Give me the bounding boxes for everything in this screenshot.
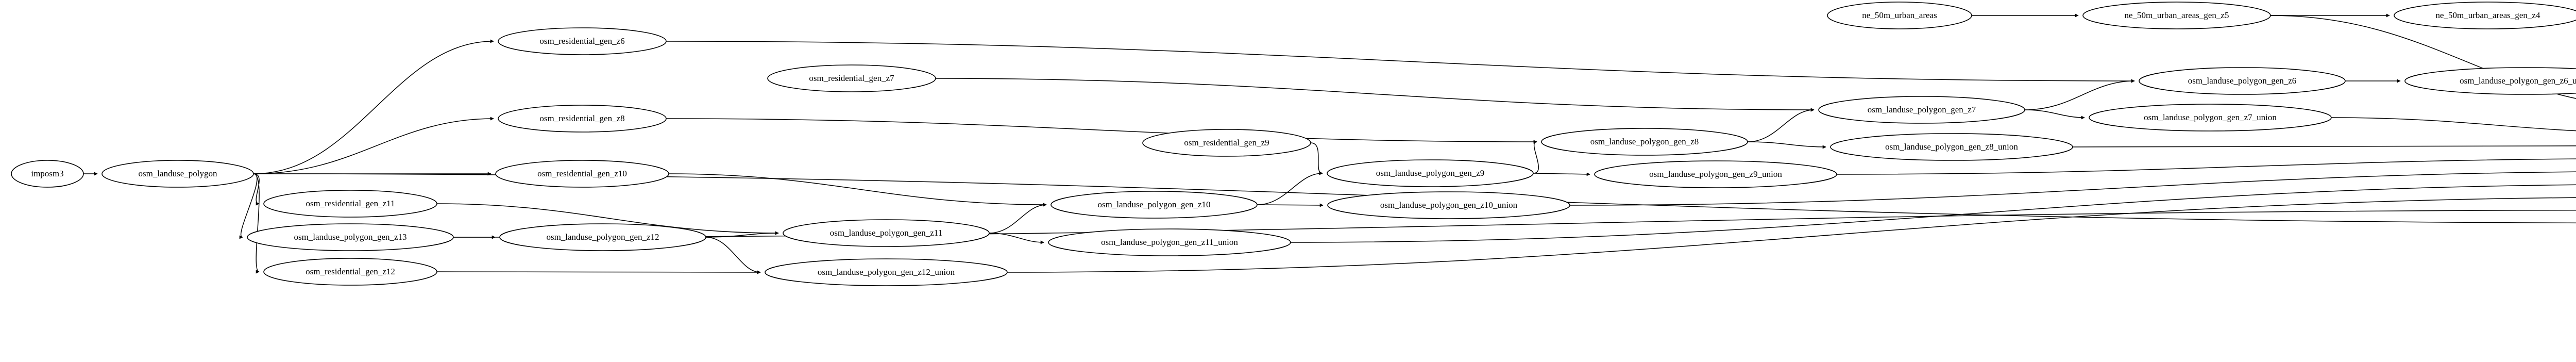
graph-node-osm_landuse_polygon_gen_z9_union[interactable]: osm_landuse_polygon_gen_z9_union [1594, 160, 1837, 188]
node-ellipse [2089, 104, 2332, 131]
node-ellipse [495, 160, 669, 188]
graph-edge-osm_landuse_polygon_gen_z11_union-to-layer_landuse_z11 [1290, 184, 2576, 243]
edges-layer [83, 13, 2576, 274]
graph-node-ne_50m_urban_areas[interactable]: ne_50m_urban_areas [1827, 2, 1972, 29]
graph-edge-osm_landuse_polygon_gen_z7_union-to-layer_landuse_z7 [2331, 117, 2576, 131]
graph-node-osm_landuse_polygon_gen_z6_union[interactable]: osm_landuse_polygon_gen_z6_union [2404, 67, 2576, 95]
node-ellipse [1827, 2, 1972, 29]
graph-node-osm_landuse_polygon_gen_z11_union[interactable]: osm_landuse_polygon_gen_z11_union [1048, 228, 1291, 256]
node-ellipse [11, 160, 84, 188]
node-ellipse [765, 258, 1008, 286]
graph-node-osm_landuse_polygon_gen_z7_union[interactable]: osm_landuse_polygon_gen_z7_union [2089, 104, 2332, 131]
graph-edge-osm_landuse_polygon-to-osm_residential_gen_z8 [253, 117, 494, 174]
graph-node-ne_50m_urban_areas_gen_z5[interactable]: ne_50m_urban_areas_gen_z5 [2082, 2, 2271, 29]
graph-node-osm_landuse_polygon_gen_z12_union[interactable]: osm_landuse_polygon_gen_z12_union [765, 258, 1008, 286]
graph-node-osm_landuse_polygon_gen_z8_union[interactable]: osm_landuse_polygon_gen_z8_union [1830, 133, 2073, 161]
graph-edge-ne_50m_urban_areas_gen_z5-to-layer_landuse_z5 [2270, 15, 2576, 99]
node-ellipse [1818, 96, 2025, 124]
node-ellipse [2082, 2, 2271, 29]
graph-edge-osm_residential_gen_z11-to-osm_landuse_polygon_gen_z11 [436, 203, 779, 235]
graph-node-imposm3[interactable]: imposm3 [11, 160, 84, 188]
node-ellipse [783, 219, 990, 247]
node-ellipse [1048, 228, 1291, 256]
graph-edge-osm_landuse_polygon_gen_z7-to-osm_landuse_polygon_gen_z7_union [2024, 109, 2085, 120]
graph-edge-osm_landuse_polygon-to-osm_residential_gen_z12 [253, 173, 260, 274]
graph-edge-osm_landuse_polygon-to-osm_residential_gen_z11 [253, 173, 260, 206]
graph-edge-osm_landuse_polygon_gen_z8-to-osm_landuse_polygon_gen_z7 [1747, 108, 1815, 142]
graph-node-osm_landuse_polygon_gen_z9[interactable]: osm_landuse_polygon_gen_z9 [1327, 159, 1534, 187]
graph-edge-osm_landuse_polygon-to-osm_residential_gen_z6 [253, 39, 494, 174]
graph-node-osm_residential_gen_z8[interactable]: osm_residential_gen_z8 [498, 105, 667, 133]
node-ellipse [247, 223, 454, 251]
graph-edge-osm_residential_gen_z10-to-osm_landuse_polygon_gen_z10 [668, 173, 1047, 207]
graph-edge-osm_landuse_polygon_gen_z8-to-osm_landuse_polygon_gen_z8_union [1747, 141, 1826, 149]
graph-edge-osm_landuse_polygon_gen_z12-to-osm_landuse_polygon_gen_z12_union [705, 237, 761, 274]
graph-node-osm_landuse_polygon_gen_z10_union[interactable]: osm_landuse_polygon_gen_z10_union [1327, 191, 1570, 219]
graph-node-ne_50m_urban_areas_gen_z4[interactable]: ne_50m_urban_areas_gen_z4 [2394, 2, 2576, 29]
graph-edge-osm_landuse_polygon_gen_z9-to-osm_landuse_polygon_gen_z9_union [1533, 172, 1590, 176]
graph-node-osm_landuse_polygon_gen_z7[interactable]: osm_landuse_polygon_gen_z7 [1818, 96, 2025, 124]
graph-node-osm_landuse_polygon[interactable]: osm_landuse_polygon [101, 160, 254, 188]
graph-node-osm_residential_gen_z11[interactable]: osm_residential_gen_z11 [263, 190, 437, 218]
node-ellipse [1594, 160, 1837, 188]
graph-edge-osm_residential_gen_z6-to-osm_landuse_polygon_gen_z6 [666, 41, 2135, 83]
node-ellipse [2139, 67, 2346, 95]
graph-edge-osm_landuse_polygon_gen_z11-to-osm_landuse_polygon_gen_z10 [989, 203, 1047, 234]
node-ellipse [263, 190, 437, 218]
node-ellipse [2404, 67, 2576, 95]
graph-node-osm_residential_gen_z10[interactable]: osm_residential_gen_z10 [495, 160, 669, 188]
graph-edge-osm_landuse_polygon_gen_z12-to-osm_landuse_polygon_gen_z11 [705, 231, 779, 238]
graph-edge-osm_landuse_polygon_gen_z10_union-to-layer_landuse_z10 [1569, 171, 2576, 206]
node-ellipse [101, 160, 254, 188]
graph-node-osm_residential_gen_z7[interactable]: osm_residential_gen_z7 [767, 64, 936, 92]
graph-node-osm_landuse_polygon_gen_z12[interactable]: osm_landuse_polygon_gen_z12 [499, 223, 706, 251]
node-ellipse [2394, 2, 2576, 29]
graph-node-osm_residential_gen_z9[interactable]: osm_residential_gen_z9 [1142, 129, 1311, 157]
node-ellipse [1541, 128, 1748, 156]
graph-node-osm_landuse_polygon_gen_z6[interactable]: osm_landuse_polygon_gen_z6 [2139, 67, 2346, 95]
graph-edge-osm_landuse_polygon_gen_z11-to-osm_landuse_polygon_gen_z11_union [989, 233, 1044, 244]
graph-edge-osm_residential_gen_z8-to-osm_landuse_polygon_gen_z8 [666, 118, 1537, 144]
nodes-layer: imposm3 osm_landuse_polygon osm_residentia… [11, 2, 2576, 286]
node-ellipse [498, 105, 667, 133]
graph-edge-osm_residential_gen_z7-to-osm_landuse_polygon_gen_z7 [935, 78, 1815, 112]
graph-node-osm_residential_gen_z12[interactable]: osm_residential_gen_z12 [263, 258, 437, 286]
node-ellipse [1830, 133, 2073, 161]
node-ellipse [767, 64, 936, 92]
graph-edge-osm_landuse_polygon_gen_z9_union-to-layer_landuse_z9 [1836, 158, 2576, 175]
graph-node-osm_landuse_polygon_gen_z10[interactable]: osm_landuse_polygon_gen_z10 [1050, 191, 1258, 219]
graph-edge-osm_landuse_polygon_gen_z9-to-osm_landuse_polygon_gen_z8 [1533, 140, 1539, 174]
graph-node-osm_residential_gen_z6[interactable]: osm_residential_gen_z6 [498, 27, 667, 55]
node-ellipse [499, 223, 706, 251]
graph-node-osm_landuse_polygon_gen_z8[interactable]: osm_landuse_polygon_gen_z8 [1541, 128, 1748, 156]
node-ellipse [1142, 129, 1311, 157]
graph-node-osm_landuse_polygon_gen_z13[interactable]: osm_landuse_polygon_gen_z13 [247, 223, 454, 251]
node-ellipse [263, 258, 437, 286]
graph-edge-osm_landuse_polygon-to-osm_landuse_polygon_gen_z13 [239, 173, 258, 239]
graph-node-osm_landuse_polygon_gen_z11[interactable]: osm_landuse_polygon_gen_z11 [783, 219, 990, 247]
node-ellipse [498, 27, 667, 55]
graph-edge-osm_residential_gen_z9-to-osm_landuse_polygon_gen_z9 [1310, 142, 1323, 175]
node-ellipse [1327, 159, 1534, 187]
graph-edge-osm_landuse_polygon_gen_z10-to-osm_landuse_polygon_gen_z9 [1257, 171, 1323, 205]
node-ellipse [1050, 191, 1258, 219]
node-ellipse [1327, 191, 1570, 219]
graph-edge-osm_landuse_polygon_gen_z8_union-to-layer_landuse_z8 [2072, 145, 2576, 147]
graph-edge-osm_landuse_polygon_gen_z7-to-osm_landuse_polygon_gen_z6 [2024, 79, 2135, 110]
graph-edge-osm_landuse_polygon_gen_z12_union-to-layer_landuse_z12 [1007, 197, 2576, 273]
